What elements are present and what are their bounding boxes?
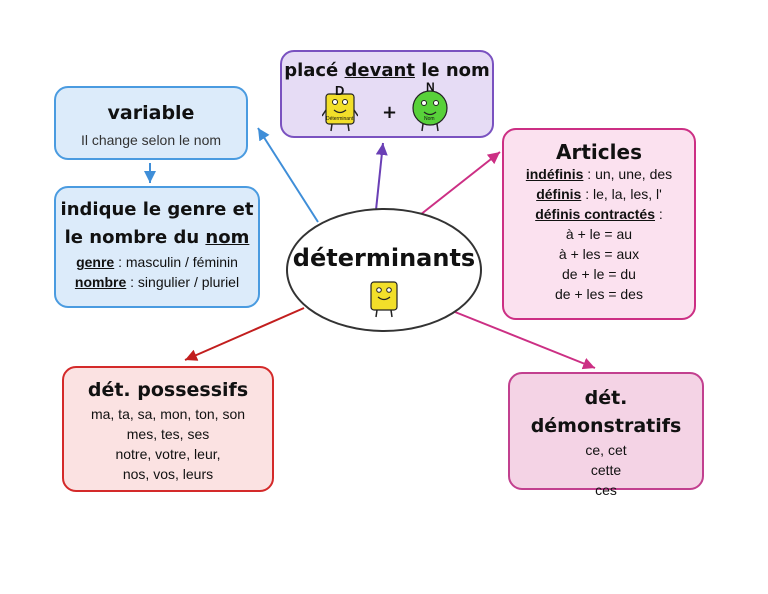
demonstratifs-line-3: ces: [595, 482, 617, 498]
articles-definis-line: définis : le, la, les, l': [504, 184, 694, 204]
genre-title-line2-pre: le nombre du: [64, 227, 206, 248]
place-title-devant: devant: [344, 60, 415, 81]
place-title-pre: placé: [284, 60, 345, 81]
genre-title-line1: indique le genre et: [60, 199, 254, 220]
variable-box: variable Il change selon le nom: [54, 86, 248, 160]
place-title: placé devant le nom: [282, 60, 492, 81]
determinant-mascot-label: Déterminant: [326, 116, 354, 122]
nom-mascot-label: Nom: [424, 116, 435, 122]
genre-title-line2-nom: nom: [205, 227, 250, 248]
place-title-post: le nom: [414, 60, 490, 81]
contracte-aux: à + les = aux: [558, 246, 640, 262]
nombre-values: : singulier / pluriel: [126, 274, 240, 290]
center-mascot-icon: [288, 278, 480, 323]
contractes-key: définis contractés: [535, 206, 656, 222]
genre-nombre-box: indique le genre et le nombre du nom gen…: [54, 186, 260, 308]
arrow-to-demonstratifs: [454, 311, 596, 370]
contracte-des: de + les = des: [555, 286, 643, 302]
arrow-to-place: [375, 142, 388, 211]
demonstratifs-title: dét. démonstratifs: [530, 387, 682, 437]
genre-line: genre : masculin / féminin: [56, 252, 258, 272]
articles-indefinis-line: indéfinis : un, une, des: [504, 164, 694, 184]
demonstratifs-box: dét. démonstratifs ce, cet cette ces: [508, 372, 704, 498]
articles-title: Articles: [556, 140, 642, 164]
possessifs-line-3: notre, votre, leur,: [115, 446, 221, 462]
arrow-to-articles: [419, 151, 501, 216]
possessifs-title: dét. possessifs: [87, 379, 249, 401]
genre-values: : masculin / féminin: [114, 254, 238, 270]
demonstratifs-line-1: ce, cet: [585, 442, 627, 458]
center-title: déterminants: [292, 244, 476, 272]
possessifs-box: dét. possessifs ma, ta, sa, mon, ton, so…: [62, 366, 274, 492]
genre-title-line2: le nombre du nom: [56, 224, 258, 252]
contracte-au: à + le = au: [565, 226, 633, 242]
contracte-du: de + le = du: [562, 266, 636, 282]
arrow-to-possessifs: [184, 307, 305, 361]
nombre-line: nombre : singulier / pluriel: [56, 272, 258, 292]
determinant-mascot-letter: D: [335, 83, 345, 98]
nom-mascot-icon: [410, 88, 450, 137]
arrow-to-variable: [257, 127, 319, 223]
articles-contractes-line: définis contractés :: [504, 204, 694, 224]
variable-text: Il change selon le nom: [80, 132, 222, 148]
possessifs-line-2: mes, tes, ses: [126, 426, 210, 442]
demonstratifs-line-2: cette: [590, 462, 622, 478]
nom-mascot-letter: N: [426, 80, 435, 94]
place-plus: +: [382, 102, 398, 123]
possessifs-line-4: nos, vos, leurs: [122, 466, 214, 482]
place-devant-box: placé devant le nom D Déterminant + N No…: [280, 50, 494, 138]
possessifs-line-1: ma, ta, sa, mon, ton, son: [90, 406, 246, 422]
contractes-colon: :: [655, 206, 663, 222]
nombre-key: nombre: [74, 274, 127, 290]
articles-box: Articles indéfinis : un, une, des défini…: [502, 128, 696, 320]
center-determinants: déterminants: [286, 208, 482, 332]
definis-key: définis: [536, 186, 582, 202]
genre-key: genre: [76, 254, 115, 270]
definis-values: : le, la, les, l': [581, 186, 662, 202]
indefinis-values: : un, une, des: [583, 166, 673, 182]
determinant-mascot-icon: [321, 86, 359, 137]
indefinis-key: indéfinis: [525, 166, 584, 182]
variable-title: variable: [107, 102, 195, 124]
